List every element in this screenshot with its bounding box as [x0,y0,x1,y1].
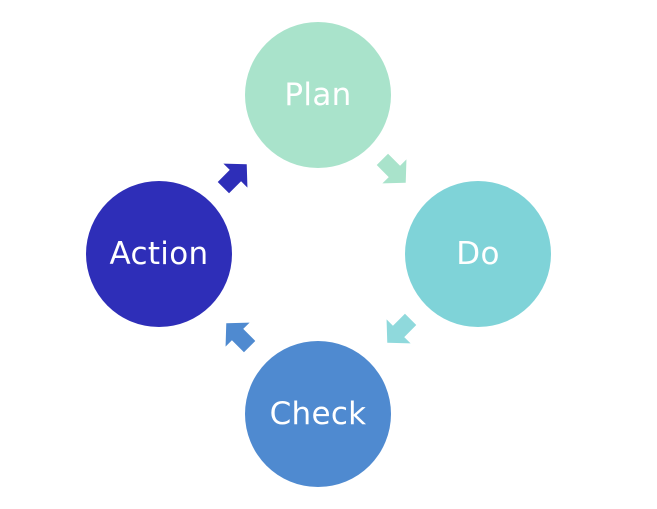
check-label: Check [269,396,367,432]
check-node: Check [245,341,391,487]
action-label: Action [109,236,209,272]
do-node: Do [405,181,551,327]
plan-node: Plan [245,22,391,168]
plan-label: Plan [284,77,352,113]
action-node: Action [86,181,232,327]
do-label: Do [456,236,500,272]
